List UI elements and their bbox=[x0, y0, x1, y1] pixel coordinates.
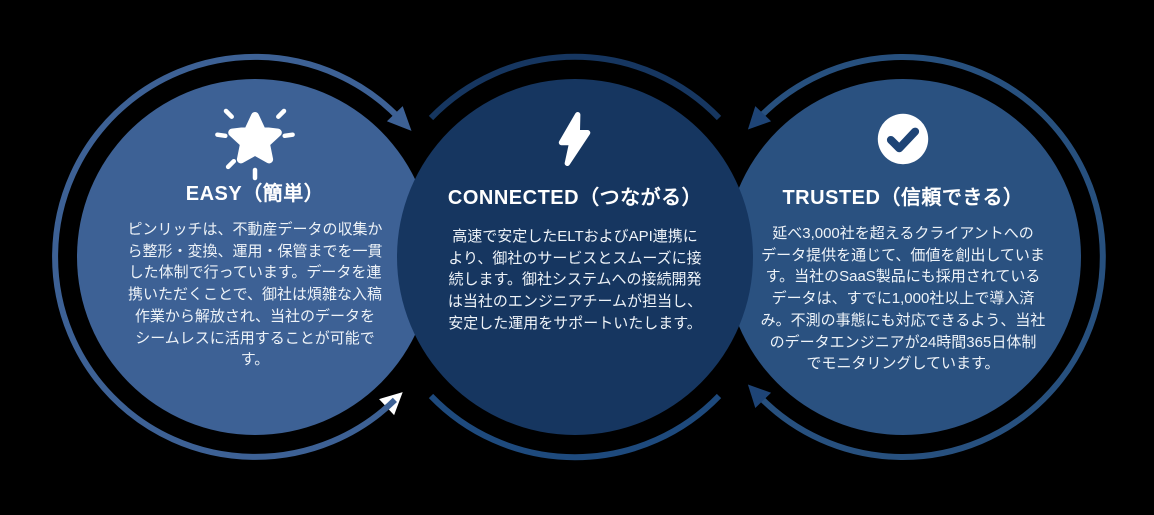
card-title-trusted: TRUSTED（信頼できる） bbox=[782, 187, 1024, 209]
ring-arc-connected-top bbox=[428, 53, 722, 121]
flow-arrow-trusted-top bbox=[747, 106, 772, 130]
check-circle-icon bbox=[875, 111, 931, 167]
ring-arc-connected-bottom bbox=[428, 393, 722, 461]
ring-arc-trusted bbox=[756, 54, 1106, 460]
trusted-circle: TRUSTED（信頼できる） 延べ3,000社を超えるクライアントへの データ提… bbox=[725, 79, 1081, 435]
flow-arrow-easy-top bbox=[386, 106, 412, 131]
ring-arc-easy bbox=[52, 53, 402, 460]
card-title-easy: EASY（簡単） bbox=[185, 183, 325, 205]
lightning-bolt-icon bbox=[555, 112, 595, 166]
flow-arrow-trusted-bottom bbox=[747, 384, 772, 408]
card-title-connected: CONNECTED（つながる） bbox=[447, 187, 703, 209]
card-body-trusted: 延べ3,000社を超えるクライアントへの データ提供を通じて、価値を創出していま… bbox=[760, 225, 1046, 373]
easy-circle: EASY（簡単） ピンリッチは、不動産データの収集か ら整形・変換、運用・保管ま… bbox=[77, 79, 433, 435]
connected-circle: CONNECTED（つながる） 高速で安定したELTおよびAPI連携に より、御… bbox=[397, 79, 753, 435]
card-body-easy: ピンリッチは、不動産データの収集か ら整形・変換、運用・保管までを一貫 した体制… bbox=[127, 221, 383, 369]
sparkle-star-icon bbox=[214, 100, 296, 182]
card-body-connected: 高速で安定したELTおよびAPI連携に より、御社のサービスとスムーズに接 続し… bbox=[447, 228, 703, 332]
